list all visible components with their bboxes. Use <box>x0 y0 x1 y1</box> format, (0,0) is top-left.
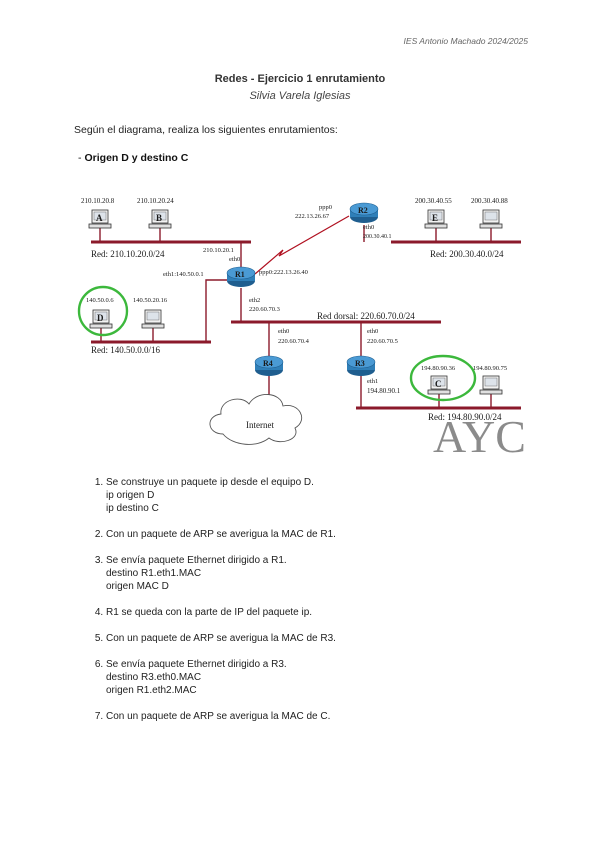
steps-list: Se construye un paquete ip desde el equi… <box>84 476 336 736</box>
document-title: Redes - Ejercicio 1 enrutamiento <box>214 73 386 85</box>
r2-eth0-ip: 200.30.40.1 <box>363 234 392 240</box>
highlight-destination-c <box>409 354 477 402</box>
host-d: D <box>89 309 113 329</box>
r4-eth0-ip: 220.60.70.4 <box>278 338 310 345</box>
highlight-origin-d <box>77 285 129 337</box>
section-heading: -Origen D y destino C <box>78 152 188 164</box>
svg-text:B: B <box>156 213 162 223</box>
r3-eth0-ip: 220.60.70.5 <box>367 338 398 345</box>
r3-eth1: eth1 <box>367 378 378 385</box>
host-e2 <box>479 209 503 229</box>
step-1: Se construye un paquete ip desde el equi… <box>106 476 336 515</box>
net-bottom-right: Red: 194.80.90.0/24 <box>428 412 502 422</box>
host-e: E <box>424 209 448 229</box>
net-backbone: Red dorsal: 220.60.70.0/24 <box>317 311 415 321</box>
router-r3: R3 <box>346 355 376 377</box>
router-r2: R2 <box>349 202 379 224</box>
net-left: Red: 140.50.0.0/16 <box>91 345 160 355</box>
network-diagram: AYC Internet A B E D C R1 <box>73 180 528 458</box>
svg-text:R1: R1 <box>235 270 245 279</box>
ip-host-d2: 140.50.20.16 <box>133 297 168 304</box>
net-top-right: Red: 200.30.40.0/24 <box>430 249 504 259</box>
ip-host-e: 200.30.40.55 <box>415 197 452 205</box>
section-label: Origen D y destino C <box>84 152 189 164</box>
r1-eth0-ip: 210.10.20.1 <box>203 247 234 254</box>
r1-eth1: eth1:140.50.0.1 <box>163 271 204 278</box>
svg-text:R2: R2 <box>358 206 368 215</box>
svg-text:A: A <box>96 213 103 223</box>
step-2: Con un paquete de ARP se averigua la MAC… <box>106 528 336 541</box>
ip-host-a: 210.10.20.8 <box>81 197 115 205</box>
r2-eth0: eth0 <box>363 224 374 231</box>
host-b: B <box>148 209 172 229</box>
net-top-left: Red: 210.10.20.0/24 <box>91 249 165 259</box>
host-c: C <box>427 375 451 395</box>
svg-text:E: E <box>432 213 438 223</box>
router-r1: R1 <box>226 266 256 288</box>
r1-ppp0: ppp0:222.13.26.40 <box>259 269 308 276</box>
internet-cloud: Internet <box>209 394 303 445</box>
svg-text:D: D <box>97 313 104 323</box>
ip-host-e2: 200.30.40.88 <box>471 197 508 205</box>
step-3: Se envía paquete Ethernet dirigido a R1.… <box>106 554 336 593</box>
r1-eth0: eth0 <box>229 256 240 263</box>
step-6: Se envía paquete Ethernet dirigido a R3.… <box>106 658 336 697</box>
r1-eth2-ip: 220.60.70.3 <box>249 306 280 313</box>
r2-ppp0: ppp0 <box>319 204 332 211</box>
svg-text:C: C <box>435 379 442 389</box>
intro-text: Según el diagrama, realiza los siguiente… <box>74 124 338 136</box>
svg-text:R4: R4 <box>263 359 273 368</box>
ip-host-c2: 194.80.90.75 <box>473 365 507 372</box>
header-note: IES Antonio Machado 2024/2025 <box>403 36 528 46</box>
r3-eth0: eth0 <box>367 328 378 335</box>
host-c2 <box>479 375 503 395</box>
r4-eth0: eth0 <box>278 328 289 335</box>
document-author: Silvia Varela Iglesias <box>249 90 351 102</box>
host-a: A <box>88 209 112 229</box>
step-5: Con un paquete de ARP se averigua la MAC… <box>106 632 336 645</box>
host-d2 <box>141 309 165 329</box>
r3-eth1-ip: 194.80.90.1 <box>367 387 401 395</box>
internet-label: Internet <box>246 420 274 430</box>
r2-ppp0-ip: 222.13.26.67 <box>295 213 330 220</box>
step-4: R1 se queda con la parte de IP del paque… <box>106 606 336 619</box>
svg-text:R3: R3 <box>355 359 365 368</box>
ip-host-b: 210.10.20.24 <box>137 197 174 205</box>
step-7: Con un paquete de ARP se averigua la MAC… <box>106 710 336 723</box>
watermark: AYC <box>433 411 526 458</box>
ip-host-d: 140.50.0.6 <box>86 297 114 304</box>
router-r4: R4 <box>254 355 284 377</box>
ip-host-c: 194.80.90.36 <box>421 365 456 372</box>
section-dash: - <box>78 152 82 164</box>
r1-eth2: eth2 <box>249 297 260 304</box>
wan-link <box>254 215 350 275</box>
